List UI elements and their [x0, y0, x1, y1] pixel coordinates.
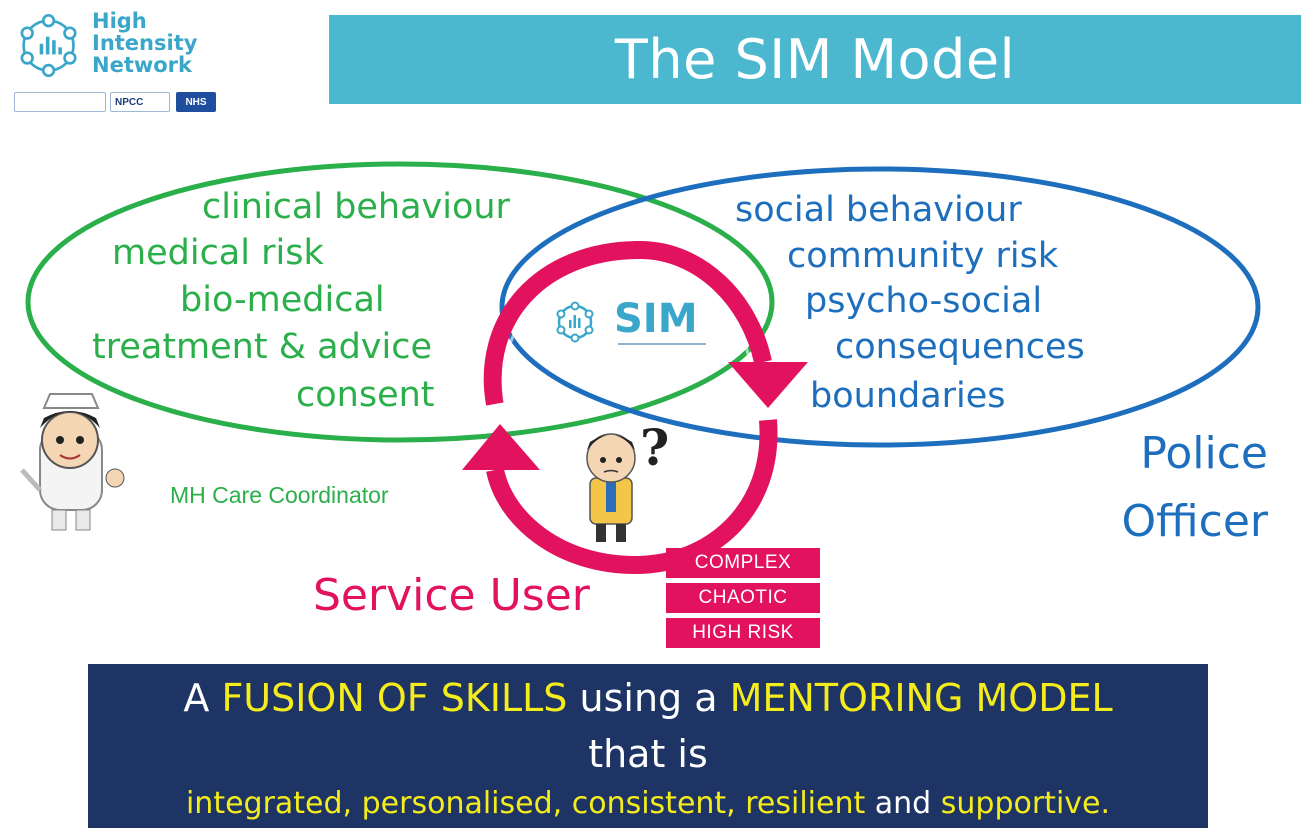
- police-officer-line-2: Officer: [1121, 496, 1268, 547]
- service-user-figure-icon: [586, 433, 636, 542]
- clinical-item-2: medical risk: [112, 233, 324, 273]
- social-item-4: consequences: [835, 327, 1085, 367]
- cycle-arrows-icon: [483, 240, 778, 575]
- partner-logo-npcc: NPCC: [110, 92, 170, 112]
- police-officer-label: Police Officer: [1088, 420, 1268, 556]
- venn-diagram: [20, 161, 1261, 575]
- question-mark: ?: [640, 418, 670, 477]
- clinical-item-1: clinical behaviour: [202, 187, 510, 227]
- police-officer-line-1: Police: [1140, 428, 1268, 479]
- banner-supportive: supportive.: [940, 786, 1111, 821]
- mh-care-coordinator-label: MH Care Coordinator: [170, 482, 389, 508]
- page-title: The SIM Model: [614, 28, 1016, 91]
- social-item-5: boundaries: [810, 376, 1006, 416]
- summary-banner: [88, 664, 1208, 828]
- arrowhead-left: [462, 424, 540, 470]
- tag-chaotic: CHAOTIC: [666, 583, 820, 613]
- banner-mentoring-model: MENTORING MODEL: [729, 676, 1113, 720]
- social-item-1: social behaviour: [735, 190, 1022, 230]
- title-bar: [329, 15, 1301, 104]
- partner-logos: NPCC NHS: [14, 92, 224, 114]
- network-name-line-2: Intensity: [92, 31, 198, 55]
- banner-qualities: integrated, personalised, consistent, re…: [185, 786, 866, 821]
- nurse-figure-icon: [20, 393, 125, 531]
- clinical-item-5: consent: [296, 375, 435, 415]
- partner-logo-nhs: NHS: [176, 92, 216, 112]
- network-name-line-3: Network: [92, 53, 193, 77]
- network-name-line-1: High: [92, 9, 147, 33]
- banner-line-3: integrated, personalised, consistent, re…: [88, 786, 1208, 821]
- social-ellipse: [499, 166, 1261, 448]
- banner-line-2: that is: [588, 732, 708, 776]
- tag-high-risk: HIGH RISK: [666, 618, 820, 648]
- social-item-2: community risk: [787, 236, 1059, 276]
- clinical-ellipse: [25, 161, 775, 443]
- partner-logo-small: [14, 92, 106, 112]
- banner-line-1: A FUSION OF SKILLS using a MENTORING MOD…: [88, 676, 1208, 720]
- arrowhead-right: [728, 362, 808, 408]
- banner-line-1-a: A: [183, 676, 222, 720]
- network-name: High Intensity Network: [92, 10, 197, 76]
- sim-logo-icon: [556, 301, 706, 345]
- clinical-item-4: treatment & advice: [92, 327, 433, 367]
- banner-and: and: [865, 786, 941, 821]
- service-user-label: Service User: [313, 570, 590, 621]
- sim-label: SIM: [614, 296, 698, 342]
- social-item-3: psycho-social: [805, 281, 1043, 321]
- network-logo-icon: [20, 13, 77, 78]
- banner-line-1-c: using a: [567, 676, 730, 720]
- clinical-item-3: bio-medical: [180, 280, 385, 320]
- tag-complex: COMPLEX: [666, 548, 820, 578]
- banner-fusion-of-skills: FUSION OF SKILLS: [221, 676, 568, 720]
